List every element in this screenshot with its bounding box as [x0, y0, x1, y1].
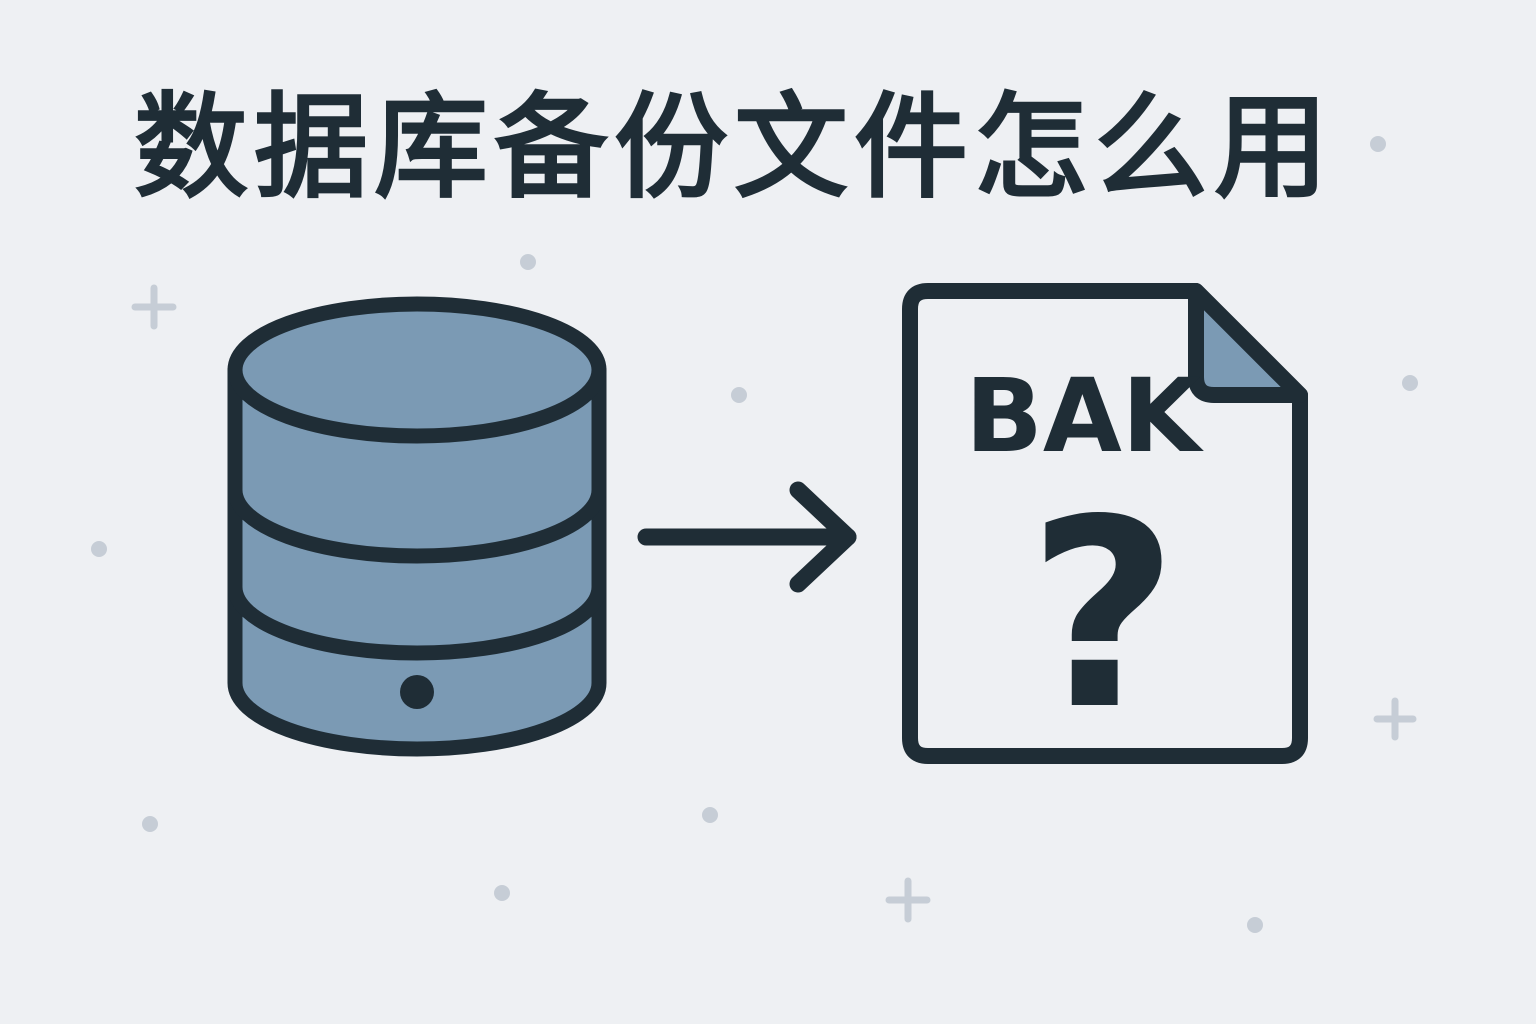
decor-dot: [91, 541, 107, 557]
arrow-right-icon: [637, 481, 857, 593]
decor-dot: [1247, 917, 1263, 933]
background-decorations: [91, 136, 1418, 933]
decor-plus: [885, 877, 931, 923]
page-title: 数据库备份文件怎么用: [133, 81, 1334, 214]
question-mark-icon: ?: [1028, 465, 1179, 767]
decor-dot: [1402, 375, 1418, 391]
decor-dot: [1370, 136, 1386, 152]
database-indicator-dot: [400, 675, 434, 709]
file-extension-label: BAK: [965, 357, 1205, 476]
decor-plus: [131, 284, 177, 330]
decor-plus: [1373, 697, 1417, 741]
database-icon: [227, 296, 607, 757]
decor-dot: [142, 816, 158, 832]
document-icon: BAK ?: [902, 283, 1308, 767]
document-fold: [1188, 283, 1308, 403]
decor-dot: [520, 254, 536, 270]
decor-dot: [702, 807, 718, 823]
decor-dot: [494, 885, 510, 901]
decor-dot: [731, 387, 747, 403]
